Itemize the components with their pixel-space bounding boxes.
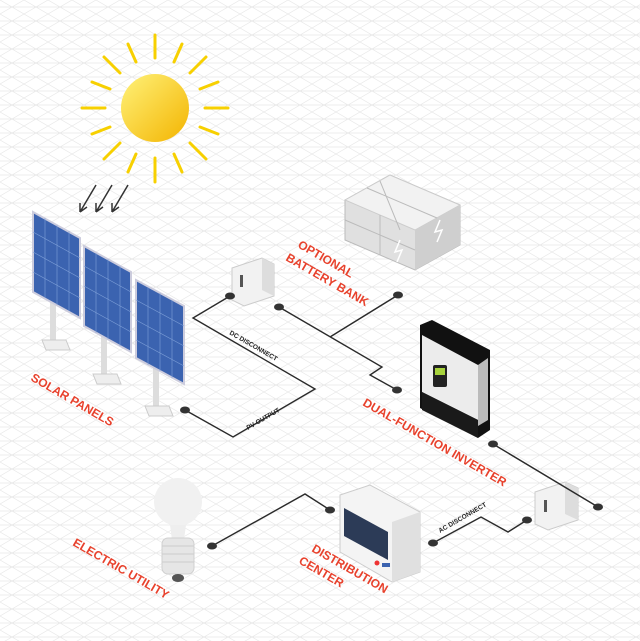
ac-disconnect-box-icon: [534, 481, 579, 531]
dc-disconnect-box-icon: [231, 257, 275, 307]
battery-bank-icon: [343, 174, 462, 271]
distribution-center-icon: [339, 484, 421, 583]
light-bulb-icon: [154, 478, 202, 582]
wire-connectors: [180, 291, 603, 550]
sun-icon: [80, 33, 230, 184]
wires: [184, 294, 599, 547]
inverter-icon: [420, 320, 490, 438]
sunlight-arrows-icon: [79, 184, 129, 213]
solar-panels-icon: [32, 210, 185, 417]
